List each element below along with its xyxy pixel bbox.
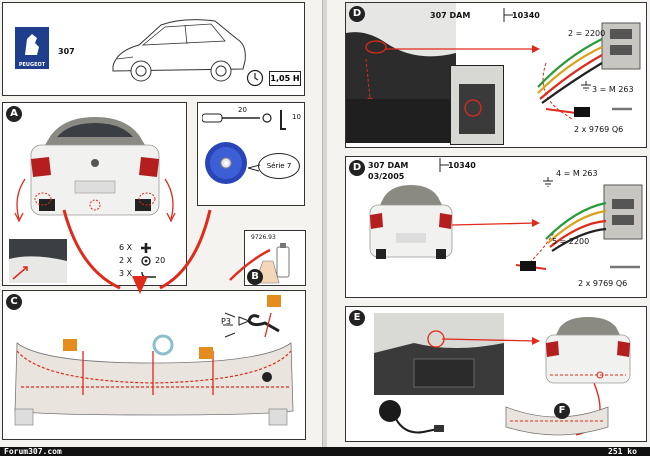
d2-ground-icon xyxy=(543,177,553,187)
e-car-rear xyxy=(545,317,631,384)
panel-c: P3 C xyxy=(2,290,306,440)
footer-bar: Forum307.com 251 ko xyxy=(0,447,650,456)
fastener-size: 20 xyxy=(155,256,166,265)
interior-photo xyxy=(374,313,504,395)
panel-d2: 307 DAM 10340 03/2005 4 = M 263 5 = 2200… xyxy=(345,156,647,298)
car-drawing xyxy=(112,19,246,82)
d2-model: 307 DAM xyxy=(368,161,409,170)
e-bumper-part xyxy=(505,406,609,436)
screwdriver-icon xyxy=(202,113,260,123)
interior-drawing xyxy=(374,313,504,388)
model-label: 307 xyxy=(58,47,75,56)
step-letter-c: C xyxy=(6,294,22,310)
software-disc xyxy=(205,142,247,184)
socket-icon xyxy=(262,113,272,123)
d2-wire-1: 4 = M 263 xyxy=(556,169,598,178)
clip-icon xyxy=(141,243,151,253)
tool-size-2: 10 xyxy=(292,113,301,121)
footer-site: Forum307.com xyxy=(4,447,62,456)
disc-label: Série 7 xyxy=(266,162,292,170)
d2-wire-2: 5 = 2200 xyxy=(552,237,590,246)
washer-icon xyxy=(141,256,151,266)
step-letter-a: A xyxy=(6,106,22,122)
lamp-label: P3 xyxy=(221,317,231,326)
fastener-qty-2: 2 X xyxy=(119,256,133,265)
d1-model: 307 DAM xyxy=(430,11,471,20)
time-box: 1,05 H xyxy=(269,71,301,86)
step-letter-d1: D xyxy=(349,6,365,22)
step-letter-b: B xyxy=(247,269,263,285)
detail-inset xyxy=(450,65,504,145)
car-underside-photo xyxy=(346,3,456,143)
buzzer-drawing xyxy=(379,400,444,434)
d1-harness xyxy=(537,22,641,117)
d2-harness xyxy=(516,184,643,271)
flow-arrows xyxy=(62,209,271,294)
d2-car-rear xyxy=(369,185,453,259)
bumper-drawing xyxy=(14,295,294,426)
allen-key-icon xyxy=(280,110,286,130)
d1-vin-marker xyxy=(503,8,513,22)
fastener-qty-3: 3 X xyxy=(119,269,133,278)
left-page: PEUGEOT 307 1,05 H xyxy=(0,0,323,447)
lion-icon xyxy=(25,34,39,55)
d1-vin: 10340 xyxy=(512,11,540,20)
step-letter-f: F xyxy=(554,403,570,419)
step-letter-e: E xyxy=(349,310,365,326)
step-letter-d2: D xyxy=(349,160,365,176)
d1-wire-1: 2 = 2200 xyxy=(568,29,606,38)
logo-text: PEUGEOT xyxy=(18,62,46,68)
peugeot-logo: PEUGEOT xyxy=(15,27,49,69)
fastener-qty-1: 6 X xyxy=(119,243,133,252)
d2-vin-marker xyxy=(439,158,449,172)
car-rear-photo xyxy=(14,117,176,223)
part-number: 9726.93 xyxy=(251,234,276,241)
d2-vin: 10340 xyxy=(448,161,476,170)
d2-date: 03/2005 xyxy=(368,172,405,181)
panel-e: E F xyxy=(345,306,647,442)
detail-drawing xyxy=(9,256,67,283)
d2-red-wire xyxy=(451,219,557,270)
disc-bubble: Série 7 xyxy=(258,153,300,179)
d1-connector: 2 x 9769 Q6 xyxy=(574,125,624,134)
footer-size: 251 ko xyxy=(608,447,637,456)
d1-ground-icon xyxy=(581,81,591,91)
detail-photo xyxy=(9,239,67,283)
panel-a: 6 X 2 X 20 3 X A xyxy=(2,102,187,286)
clock-icon xyxy=(246,69,264,87)
time-value: 1,05 H xyxy=(270,74,300,83)
connector-detail xyxy=(459,84,495,134)
bubble-pointer xyxy=(248,164,260,172)
tools-panel: 20 10 Série 7 xyxy=(197,102,305,206)
tool-size-1: 20 xyxy=(238,106,247,114)
header-panel: PEUGEOT 307 1,05 H xyxy=(2,2,305,96)
d1-wire-2: 3 = M 263 xyxy=(592,85,634,94)
panel-d1: 307 DAM 10340 xyxy=(345,2,647,148)
d2-connector: 2 x 9769 Q6 xyxy=(578,279,628,288)
right-page: 307 DAM 10340 xyxy=(327,0,650,447)
